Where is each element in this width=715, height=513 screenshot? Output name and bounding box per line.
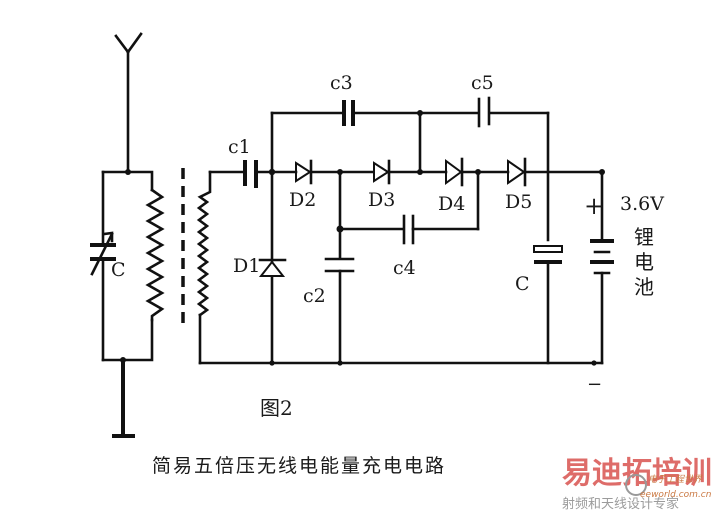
battery-name-char-1: 锂 (634, 225, 654, 249)
battery: + 3.6V 锂 电 池 − (584, 170, 664, 395)
top-rail (270, 110, 550, 242)
diagram-caption: 简易五倍压无线电能量充电电路 (152, 455, 446, 477)
d3-label: D3 (368, 189, 395, 211)
c3-label: c3 (330, 72, 353, 94)
capacitor-c3: c3 (330, 72, 355, 126)
capacitor-c4: c4 (393, 214, 416, 279)
secondary-coil (196, 170, 212, 365)
c1-label: c1 (228, 136, 251, 158)
capacitor-c2: c2 (303, 257, 355, 365)
storage-capacitor-label: C (515, 273, 530, 295)
c4-label: c4 (393, 257, 416, 279)
watermark-sub: 射频和天线设计专家 (562, 496, 679, 512)
primary-coil (145, 188, 165, 322)
c4-rail (336, 170, 480, 260)
watermark-logo-icon (625, 474, 647, 496)
d1-label: D1 (233, 255, 260, 277)
battery-minus: − (587, 374, 602, 395)
diode-d1: D1 (233, 170, 287, 365)
capacitor-c5: c5 (471, 72, 494, 128)
battery-name-char-3: 池 (634, 275, 654, 299)
storage-capacitor: C (515, 245, 563, 365)
d5-label: D5 (505, 191, 532, 213)
d4-label: D4 (438, 193, 465, 215)
watermark-brand: 电子工程世界 (648, 474, 703, 485)
variable-capacitor-label: C (111, 259, 126, 281)
diode-d3: D3 (368, 159, 395, 211)
watermark-site: eeworld.com.cn (640, 490, 712, 500)
diode-d4: D4 (438, 157, 465, 215)
diode-d5: D5 (505, 157, 532, 213)
main-rail (208, 168, 605, 176)
diode-d2: D2 (289, 159, 316, 211)
battery-name-char-2: 电 (634, 250, 654, 274)
battery-voltage: 3.6V (620, 193, 664, 215)
antenna (114, 32, 143, 175)
d2-label: D2 (289, 189, 316, 211)
ground-symbol (112, 360, 135, 438)
figure-label: 图2 (260, 396, 293, 420)
capacitor-c1: c1 (228, 136, 258, 188)
watermark-main: 易迪拓培训 (562, 456, 712, 491)
watermark: 易迪拓培训 电子工程世界 eeworld.com.cn 射频和天线设计专家 (562, 456, 712, 512)
battery-plus: + (584, 192, 604, 220)
watermark-main-left: 易迪拓培训 (562, 456, 712, 491)
c2-label: c2 (303, 285, 326, 307)
ground-rail (198, 360, 604, 366)
c5-label: c5 (471, 72, 494, 94)
variable-capacitor: C (90, 231, 126, 281)
